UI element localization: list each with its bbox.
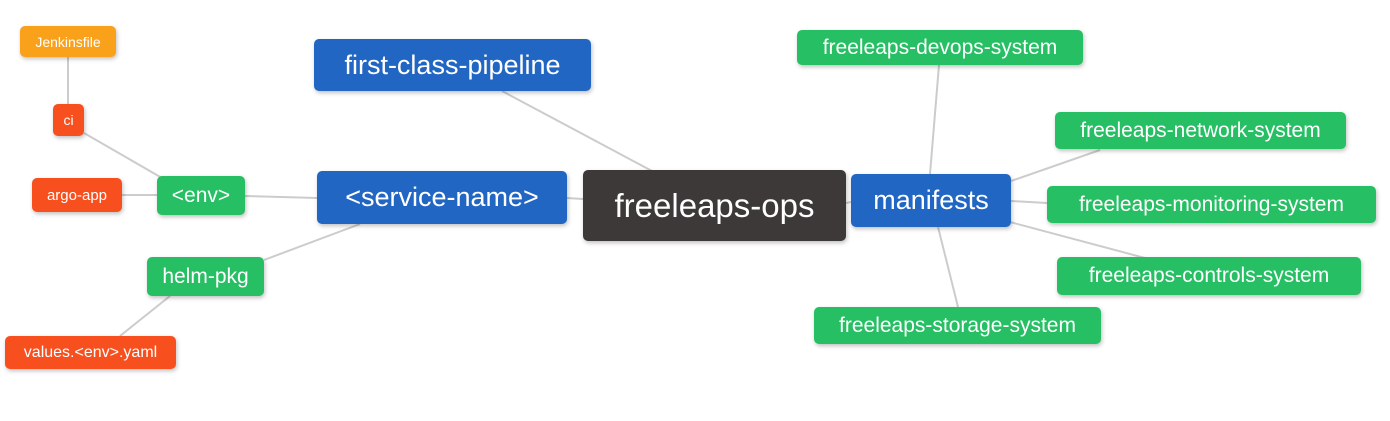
node-freeleaps-ops-root[interactable]: freeleaps-ops — [583, 170, 846, 241]
edge-pipeline-ops — [501, 90, 653, 172]
node-ci[interactable]: ci — [53, 104, 84, 136]
edge-values-helm-pkg — [119, 295, 171, 337]
edge-service-name-ops — [566, 197, 584, 200]
node-service-name[interactable]: <service-name> — [317, 171, 567, 224]
node-first-class-pipeline[interactable]: first-class-pipeline — [314, 39, 591, 91]
node-manifests[interactable]: manifests — [851, 174, 1011, 227]
edge-manifests-storage — [937, 226, 959, 308]
edge-manifests-network — [1010, 149, 1101, 182]
edge-manifests-controls — [1009, 221, 1146, 259]
node-jenkinsfile[interactable]: Jenkinsfile — [20, 26, 116, 57]
edge-ops-manifests — [845, 201, 852, 204]
edge-manifests-devops — [929, 64, 940, 175]
edge-env-service-name — [244, 195, 318, 199]
node-freeleaps-storage-system[interactable]: freeleaps-storage-system — [814, 307, 1101, 344]
node-freeleaps-monitoring-system[interactable]: freeleaps-monitoring-system — [1047, 186, 1376, 223]
node-helm-pkg[interactable]: helm-pkg — [147, 257, 264, 296]
node-freeleaps-devops-system[interactable]: freeleaps-devops-system — [797, 30, 1083, 65]
node-env[interactable]: <env> — [157, 176, 245, 215]
edge-helm-pkg-service-name — [263, 223, 361, 261]
node-freeleaps-network-system[interactable]: freeleaps-network-system — [1055, 112, 1346, 149]
node-freeleaps-controls-system[interactable]: freeleaps-controls-system — [1057, 257, 1361, 295]
node-values-env-yaml[interactable]: values.<env>.yaml — [5, 336, 176, 369]
edge-ci-env — [83, 132, 163, 179]
node-argo-app[interactable]: argo-app — [32, 178, 122, 212]
edge-manifests-monitoring — [1010, 200, 1048, 204]
